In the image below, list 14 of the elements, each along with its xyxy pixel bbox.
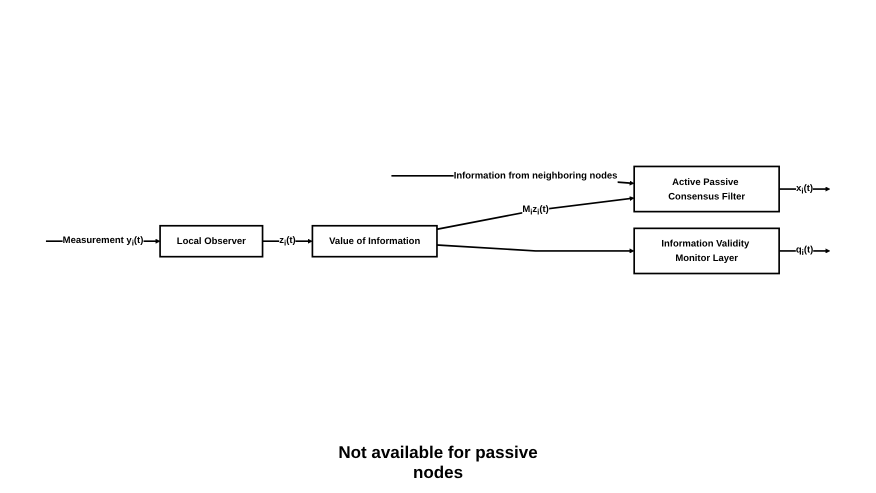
node-box [633, 165, 780, 212]
edge-label: Measurement y$_{i}$(t) [62, 234, 144, 248]
arrow [436, 196, 634, 230]
node-box [633, 227, 780, 274]
edge-label: Information from neighboring nodes [454, 170, 618, 180]
edge-label: z$_{i}$(t) [279, 234, 296, 248]
edge-label: q$_{i}$(t) [796, 244, 814, 257]
node-box [312, 224, 438, 258]
node-box [159, 224, 264, 258]
bracket-note: Not available for passive nodes [338, 443, 538, 483]
edge-label: M$_{i}$z$_{i}$(t) [522, 203, 549, 216]
block-diagram: Information from neighboring nodes Measurement y$_{i}$(t) z$_{i}$(t) M$_{i}$z$_{i}$(t) x$_{i}$(t) q$_{i}$(t) Local Observer Value of Information Active Passive Consensus Filter Information Validity Monitor Layer [8, 162, 868, 278]
edge-label: x$_{i}$(t) [796, 182, 814, 196]
arrow [436, 244, 634, 253]
